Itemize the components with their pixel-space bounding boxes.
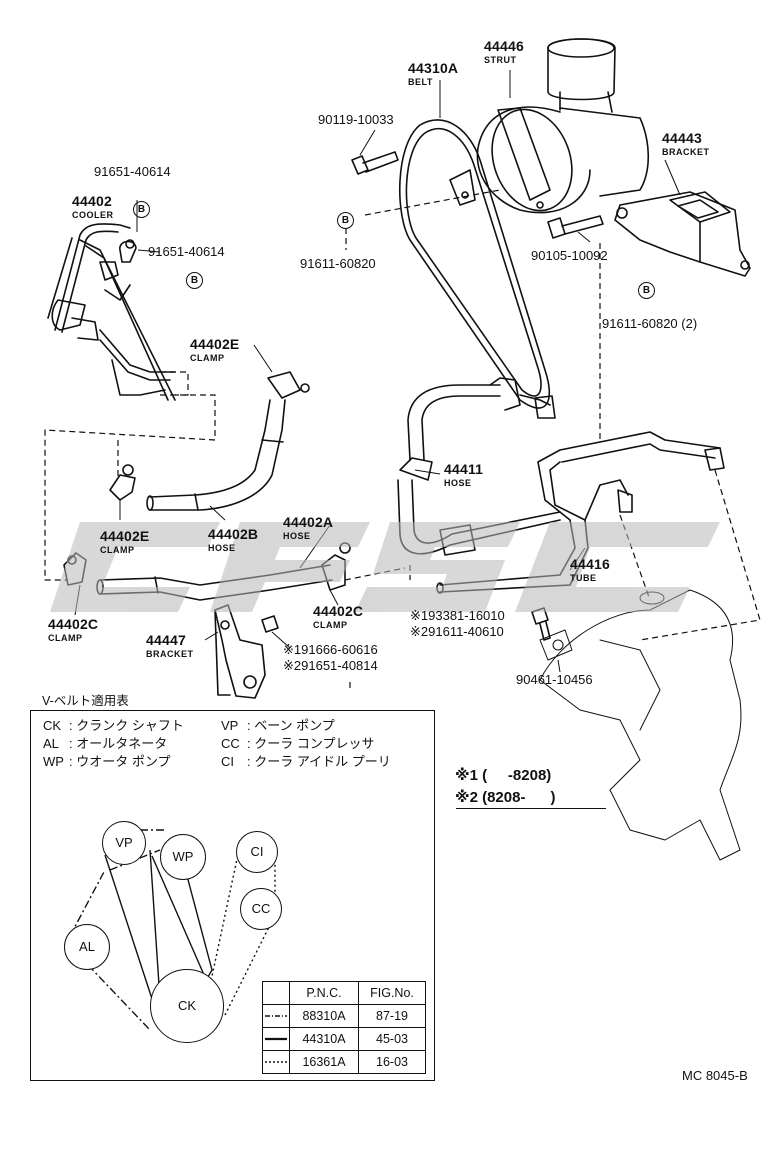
clamp-44402E (109, 464, 136, 501)
b-mark: B (638, 282, 655, 299)
pulley-vp: VP (102, 821, 146, 865)
table-row: 88310A 87-19 (262, 1004, 426, 1028)
b-mark: B (186, 272, 203, 289)
bracket-44447 (214, 604, 279, 699)
b-mark: B (133, 201, 150, 218)
table-cell-fig: 45-03 (358, 1027, 426, 1051)
table-cell-pnc: 44310A (289, 1027, 359, 1051)
belt-pnc-table: P.N.C. FIG.No. 88310A 87-19 44310A 45-03… (262, 981, 426, 1074)
pulley-al: AL (64, 924, 110, 970)
table-header-row: P.N.C. FIG.No. (262, 981, 426, 1005)
label-91666: ※191666-60616 (283, 642, 378, 657)
pump-reservoir (449, 38, 650, 214)
belt-table-title: V-ベルト適用表 (42, 694, 129, 708)
table-row: 16361A 16-03 (262, 1050, 426, 1074)
note-1: ※1 ( -8208) (455, 767, 552, 784)
bracket-44443 (614, 191, 751, 277)
legend-row-al: AL: オールタネータ (43, 736, 168, 751)
label-90461: 90461-10456 (516, 672, 593, 687)
table-header-fig: FIG.No. (358, 981, 426, 1005)
line-style-dash-dot (262, 1004, 290, 1028)
line-style-solid (262, 1027, 290, 1051)
bolt-90105 (547, 215, 604, 239)
label-90105: 90105-10092 (531, 248, 608, 263)
belt-route-dashdot (69, 829, 165, 1031)
table-cell-fig: 16-03 (358, 1050, 426, 1074)
label-91651-b: 91651-40614 (148, 244, 225, 259)
label-91651-c: ※291651-40814 (283, 658, 378, 673)
label-91611-b: 91611-60820 (2) (602, 316, 698, 331)
line-style-dotted (262, 1050, 290, 1074)
belt-legend-box: CK: クランク シャフト AL: オールタネータ WP: ウオータ ポンプ V… (30, 710, 435, 1081)
bolt-90119 (351, 151, 399, 175)
hose-44402A (96, 564, 333, 601)
table-cell-pnc: 88310A (289, 1004, 359, 1028)
legend-row-cc: CC: クーラ コンプレッサ (221, 736, 375, 751)
steering-gear (539, 589, 742, 861)
label-93381: ※193381-16010 (410, 608, 505, 623)
label-91611-a: 91611-60820 (300, 256, 376, 271)
note-underline (456, 808, 606, 809)
label-90119: 90119-10033 (318, 112, 394, 127)
legend-row-vp: VP: ベーン ポンプ (221, 718, 335, 733)
bolt-93381 (531, 607, 551, 641)
pulley-ck: CK (150, 969, 224, 1043)
table-cell-pnc: 16361A (289, 1050, 359, 1074)
label-91651-a: 91651-40614 (94, 164, 171, 179)
legend-row-ck: CK: クランク シャフト (43, 718, 184, 733)
hose-44402B (146, 371, 310, 511)
legend-row-wp: WP: ウオータ ポンプ (43, 754, 171, 769)
table-row: 44310A 45-03 (262, 1027, 426, 1051)
cooler-44402 (47, 223, 176, 401)
pulley-ci: CI (236, 831, 278, 873)
belt-44310A (398, 119, 551, 409)
label-91611-c: ※291611-40610 (410, 624, 504, 639)
table-header-line (262, 981, 290, 1005)
diagram-code: MC 8045-B (682, 1068, 748, 1083)
legend-row-ci: CI: クーラ アイドル プーリ (221, 754, 391, 769)
pulley-wp: WP (160, 834, 206, 880)
note-2: ※2 (8208- ) (455, 789, 556, 806)
b-mark: B (337, 212, 354, 229)
table-header-pnc: P.N.C. (289, 981, 359, 1005)
pulley-cc: CC (240, 888, 282, 930)
table-cell-fig: 87-19 (358, 1004, 426, 1028)
